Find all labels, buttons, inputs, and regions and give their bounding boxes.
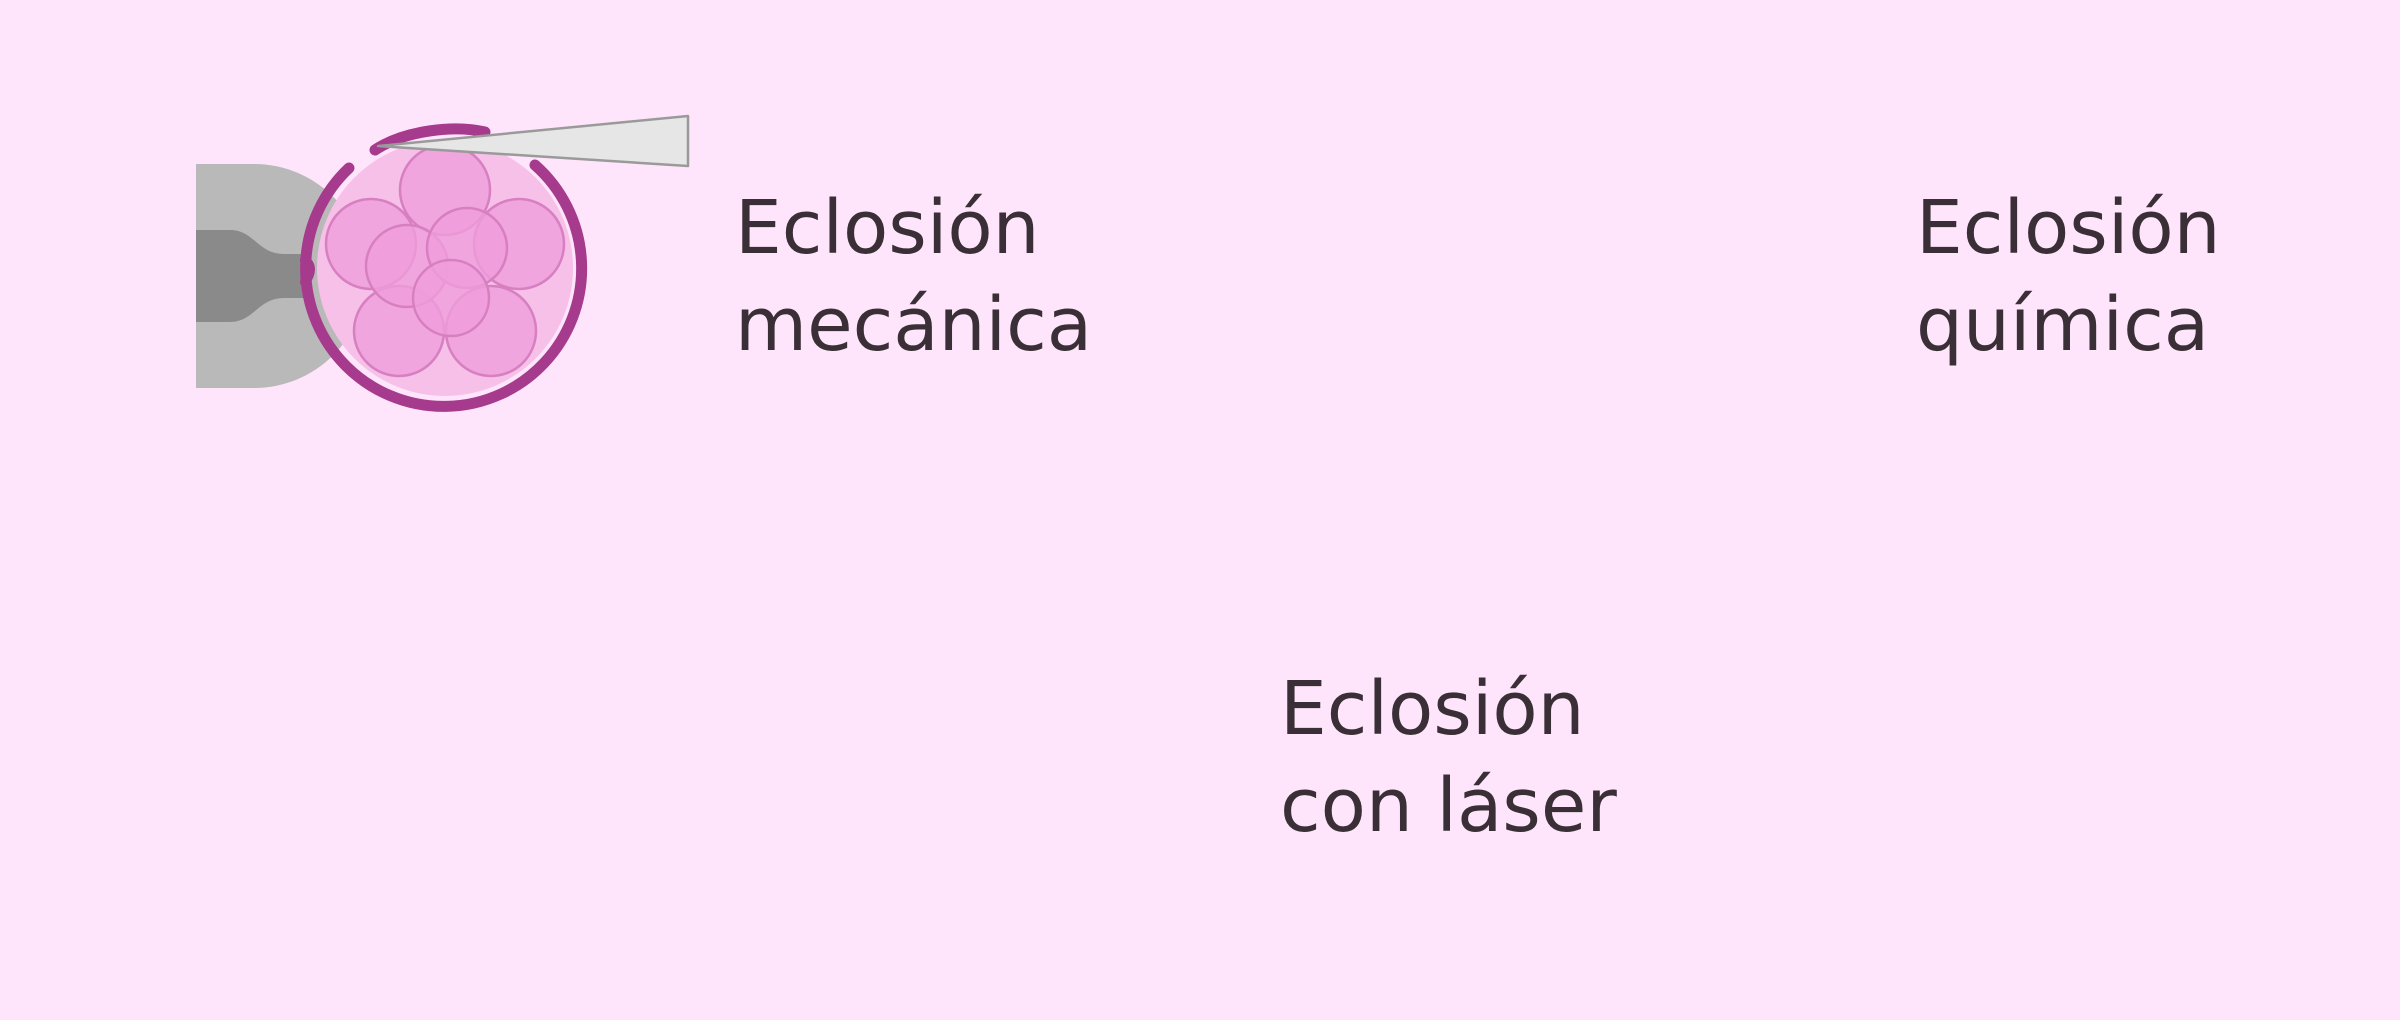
caption-line: con láser (1280, 763, 1617, 849)
caption-line: química (1916, 282, 2210, 368)
method-mechanical (196, 114, 690, 412)
caption-line: Eclosión (735, 185, 1040, 271)
caption-chemical-hatching: Eclosión química (1916, 180, 2221, 374)
microneedle-icon (376, 114, 690, 168)
caption-mechanical-hatching: Eclosión mecánica (735, 180, 1092, 374)
caption-line: Eclosión (1280, 666, 1585, 752)
caption-line: Eclosión (1916, 185, 2221, 271)
embryo-icon (300, 123, 588, 412)
caption-line: mecánica (735, 282, 1093, 368)
caption-laser-hatching: Eclosión con láser (1280, 661, 1617, 855)
